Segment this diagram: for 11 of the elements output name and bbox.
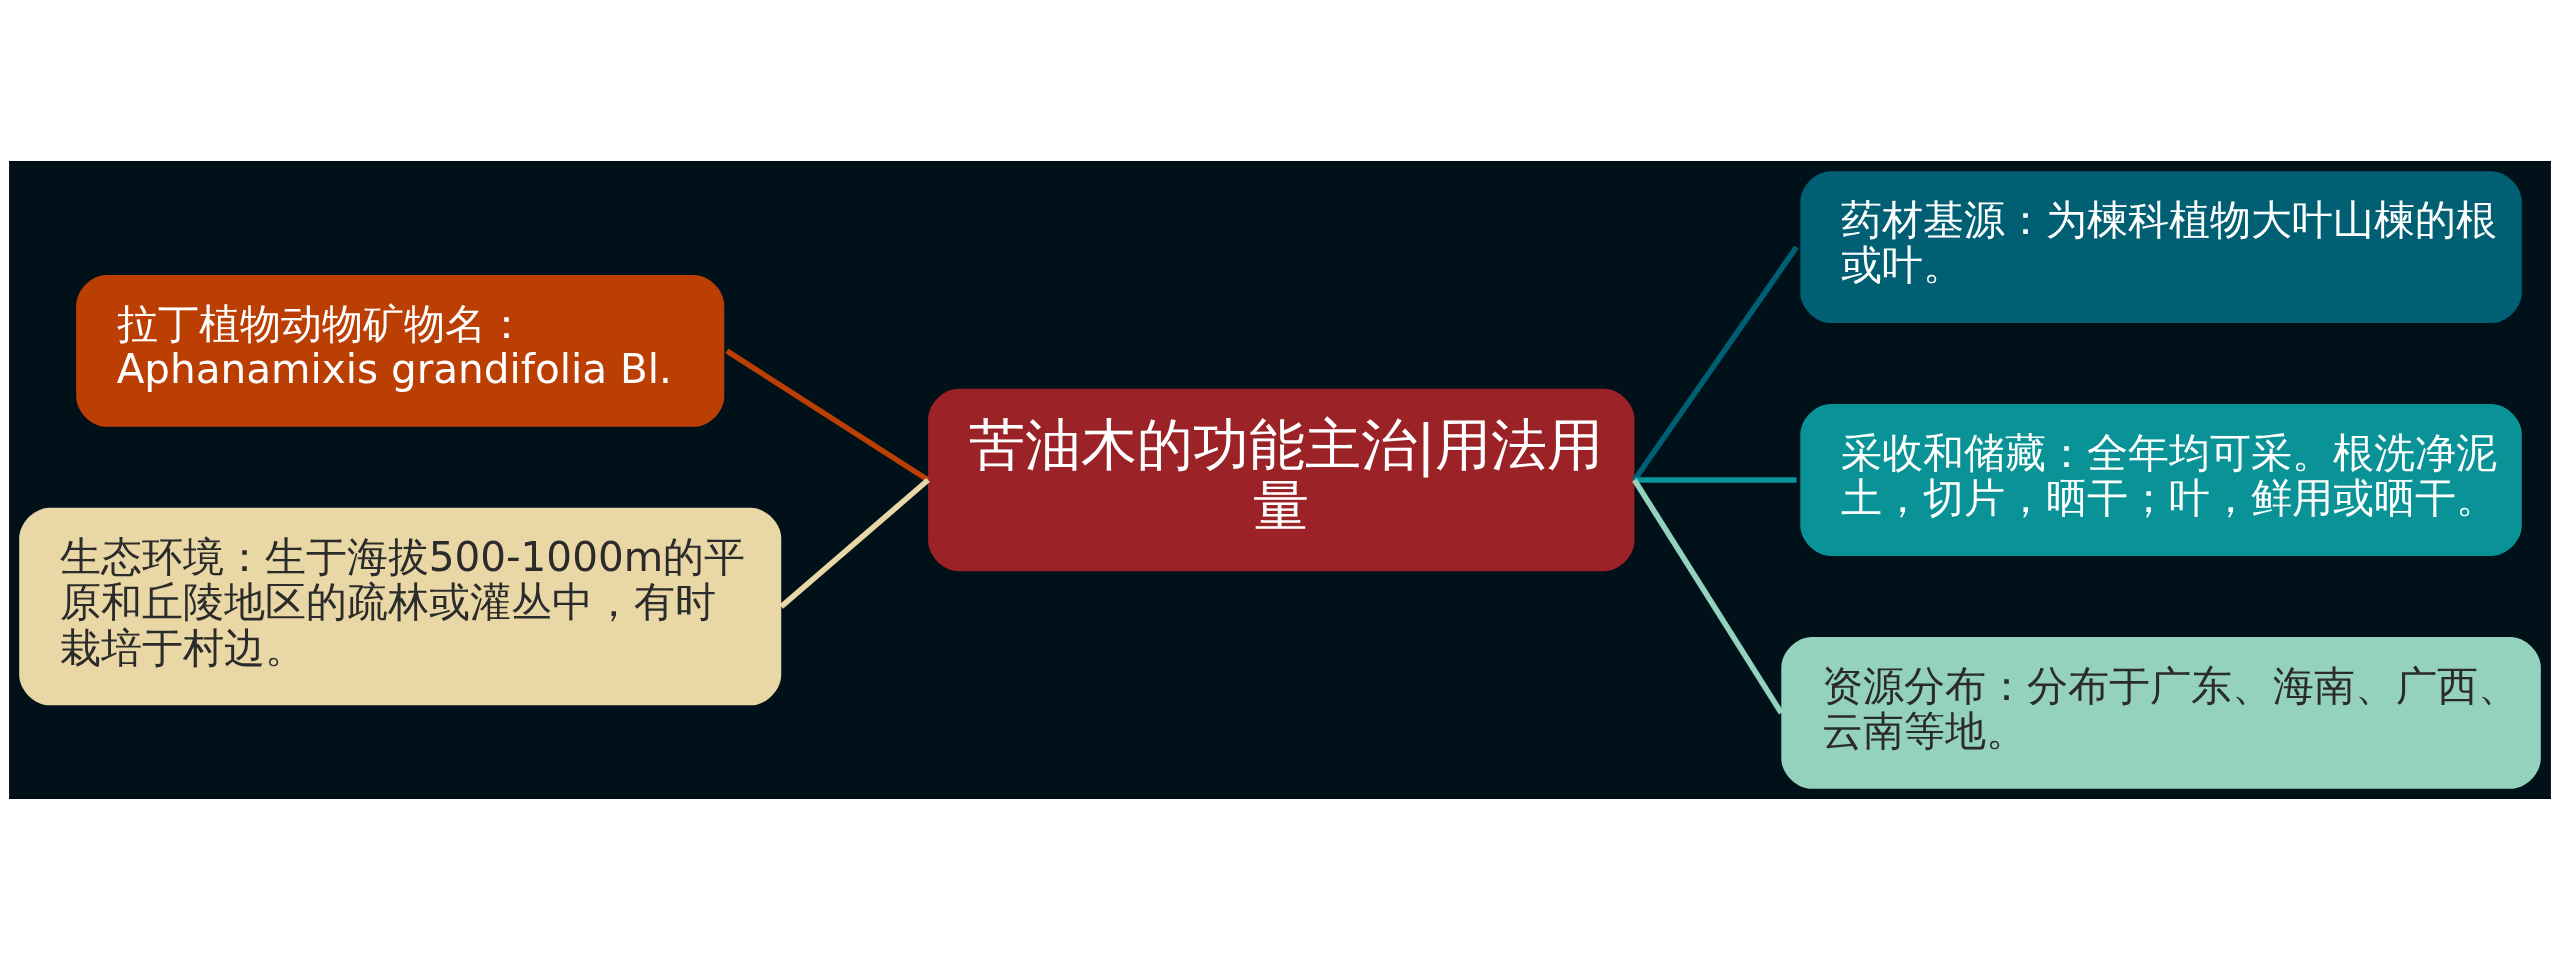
connector [779, 477, 930, 609]
node-box: 采收和储藏：全年均可采。根洗净泥土，切片，晒干；叶，鲜用或晒干。 [1800, 404, 2522, 556]
node-box: 生态环境：生于海拔500-1000m的平原和丘陵地区的疏林或灌丛中，有时栽培于村边。 [19, 507, 782, 706]
node-box: 药材基源：为楝科植物大叶山楝的根或叶。 [1800, 171, 2522, 324]
node-box: 拉丁植物动物矿物名：Aphanamixis grandifolia Bl. [76, 274, 725, 427]
node-box: 苦油木的功能主治|用法用量 [928, 388, 1635, 572]
connector [1632, 245, 1799, 482]
node-box: 资源分布：分布于广东、海南、广西、云南等地。 [1781, 636, 2541, 789]
connector [1632, 478, 1784, 715]
connector [725, 348, 930, 483]
connector [1634, 477, 1797, 483]
